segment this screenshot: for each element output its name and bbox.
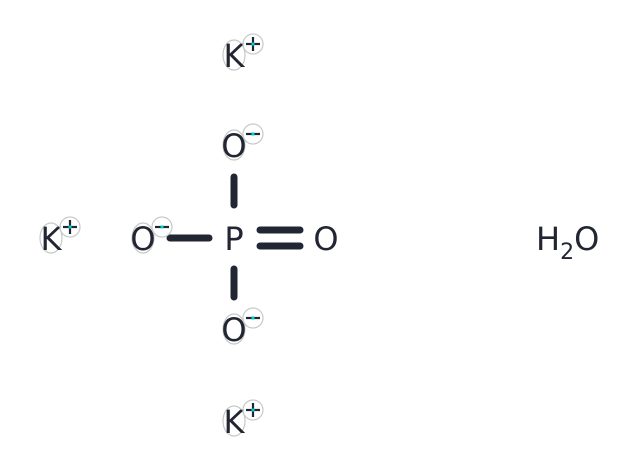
atom-label: K (41, 220, 63, 258)
atom-label: O (221, 311, 246, 349)
atom-potassium-left[interactable]: K (39, 216, 81, 258)
atom-potassium-top[interactable]: K (222, 33, 264, 75)
negative-charge-icon (242, 307, 264, 329)
negative-charge-icon (151, 216, 173, 238)
water-o: O (574, 220, 599, 258)
bonds (166, 173, 304, 301)
atom-label: P (224, 220, 243, 258)
atom-label: O (130, 220, 155, 258)
water-h: H (536, 220, 560, 258)
atom-label: O (221, 127, 246, 165)
atom-oxygen-top[interactable]: O (221, 123, 264, 165)
atom-oxygen-right[interactable]: O (313, 220, 338, 258)
positive-charge-icon (242, 33, 264, 55)
positive-charge-icon (242, 399, 264, 421)
atom-potassium-bottom[interactable]: K (222, 399, 264, 441)
atom-label: K (224, 403, 246, 441)
water-formula: H2O (536, 220, 599, 265)
atom-oxygen-bottom[interactable]: O (221, 307, 264, 349)
atom-phosphorus[interactable]: P (224, 220, 243, 258)
water-molecule[interactable]: H2O (536, 220, 599, 265)
atom-oxygen-left[interactable]: O (130, 216, 173, 258)
atom-label: O (313, 220, 338, 258)
water-subscript: 2 (560, 240, 574, 265)
negative-charge-icon (242, 123, 264, 145)
atom-label: K (224, 37, 246, 75)
positive-charge-icon (59, 216, 81, 238)
